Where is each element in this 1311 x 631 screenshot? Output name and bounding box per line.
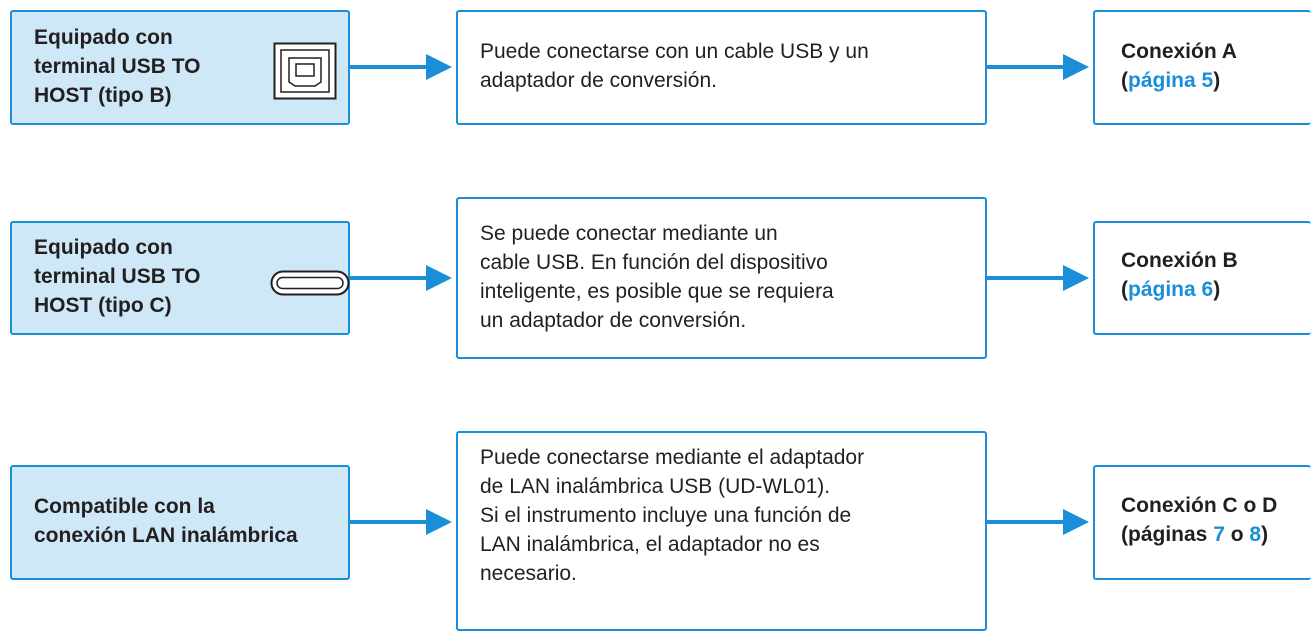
usb-type-b-box: Equipado con terminal USB TO HOST (tipo … xyxy=(10,10,350,125)
usb-type-b-description: Puede conectarse con un cable USB y un a… xyxy=(480,40,869,92)
usb-type-b-port-icon xyxy=(273,42,337,105)
usb-type-c-port-icon xyxy=(270,270,350,301)
arrow-row2-right-head xyxy=(1063,265,1089,291)
usb-type-c-label: Equipado con terminal USB TO HOST (tipo … xyxy=(34,236,201,317)
connection-b-close-paren: ) xyxy=(1213,278,1221,301)
connection-c-d-box: Conexión C o D (páginas 7 o 8) xyxy=(1093,465,1311,580)
wireless-lan-description: Puede conectarse mediante el adaptador d… xyxy=(480,446,865,585)
page-5-link[interactable]: página 5 xyxy=(1128,69,1214,92)
arrow-row3-right-head xyxy=(1063,509,1089,535)
flow-arrows xyxy=(350,54,1089,535)
usb-type-b-label: Equipado con terminal USB TO HOST (tipo … xyxy=(34,26,201,107)
connection-b-title: Conexión B xyxy=(1121,249,1238,272)
connection-c-d-open-paren: ( xyxy=(1121,523,1128,546)
arrow-row2-left-head xyxy=(426,265,452,291)
usb-type-c-box: Equipado con terminal USB TO HOST (tipo … xyxy=(10,221,350,335)
connection-c-d-prefix: páginas xyxy=(1128,523,1214,546)
wireless-lan-description-box: Puede conectarse mediante el adaptador d… xyxy=(456,431,987,631)
arrow-row1-left-head xyxy=(426,54,452,80)
usb-type-c-description-box: Se puede conectar mediante un cable USB.… xyxy=(456,197,987,359)
page-8-link[interactable]: 8 xyxy=(1249,523,1262,546)
wireless-lan-box: Compatible con la conexión LAN inalámbri… xyxy=(10,465,350,580)
page-6-link[interactable]: página 6 xyxy=(1128,278,1214,301)
connection-a-close-paren: ) xyxy=(1213,69,1221,92)
connection-a-box: Conexión A (página 5) xyxy=(1093,10,1311,125)
connection-b-open-paren: ( xyxy=(1121,278,1128,301)
connection-c-d-title: Conexión C o D xyxy=(1121,494,1278,517)
connection-b-box: Conexión B (página 6) xyxy=(1093,221,1311,335)
connection-c-d-close-paren: ) xyxy=(1261,523,1269,546)
connection-a-label: Conexión A (página 5) xyxy=(1121,37,1237,95)
connection-b-label: Conexión B (página 6) xyxy=(1121,246,1238,304)
connection-c-d-label: Conexión C o D (páginas 7 o 8) xyxy=(1121,491,1277,549)
arrow-row1-right-head xyxy=(1063,54,1089,80)
page-7-link[interactable]: 7 xyxy=(1213,523,1225,546)
wireless-lan-label: Compatible con la conexión LAN inalámbri… xyxy=(34,495,298,547)
connection-a-title: Conexión A xyxy=(1121,40,1237,63)
usb-type-c-description: Se puede conectar mediante un cable USB.… xyxy=(480,222,834,332)
usb-type-b-description-box: Puede conectarse con un cable USB y un a… xyxy=(456,10,987,125)
connection-c-d-or: o xyxy=(1224,523,1250,546)
connection-a-open-paren: ( xyxy=(1121,69,1128,92)
arrow-row3-left-head xyxy=(426,509,452,535)
